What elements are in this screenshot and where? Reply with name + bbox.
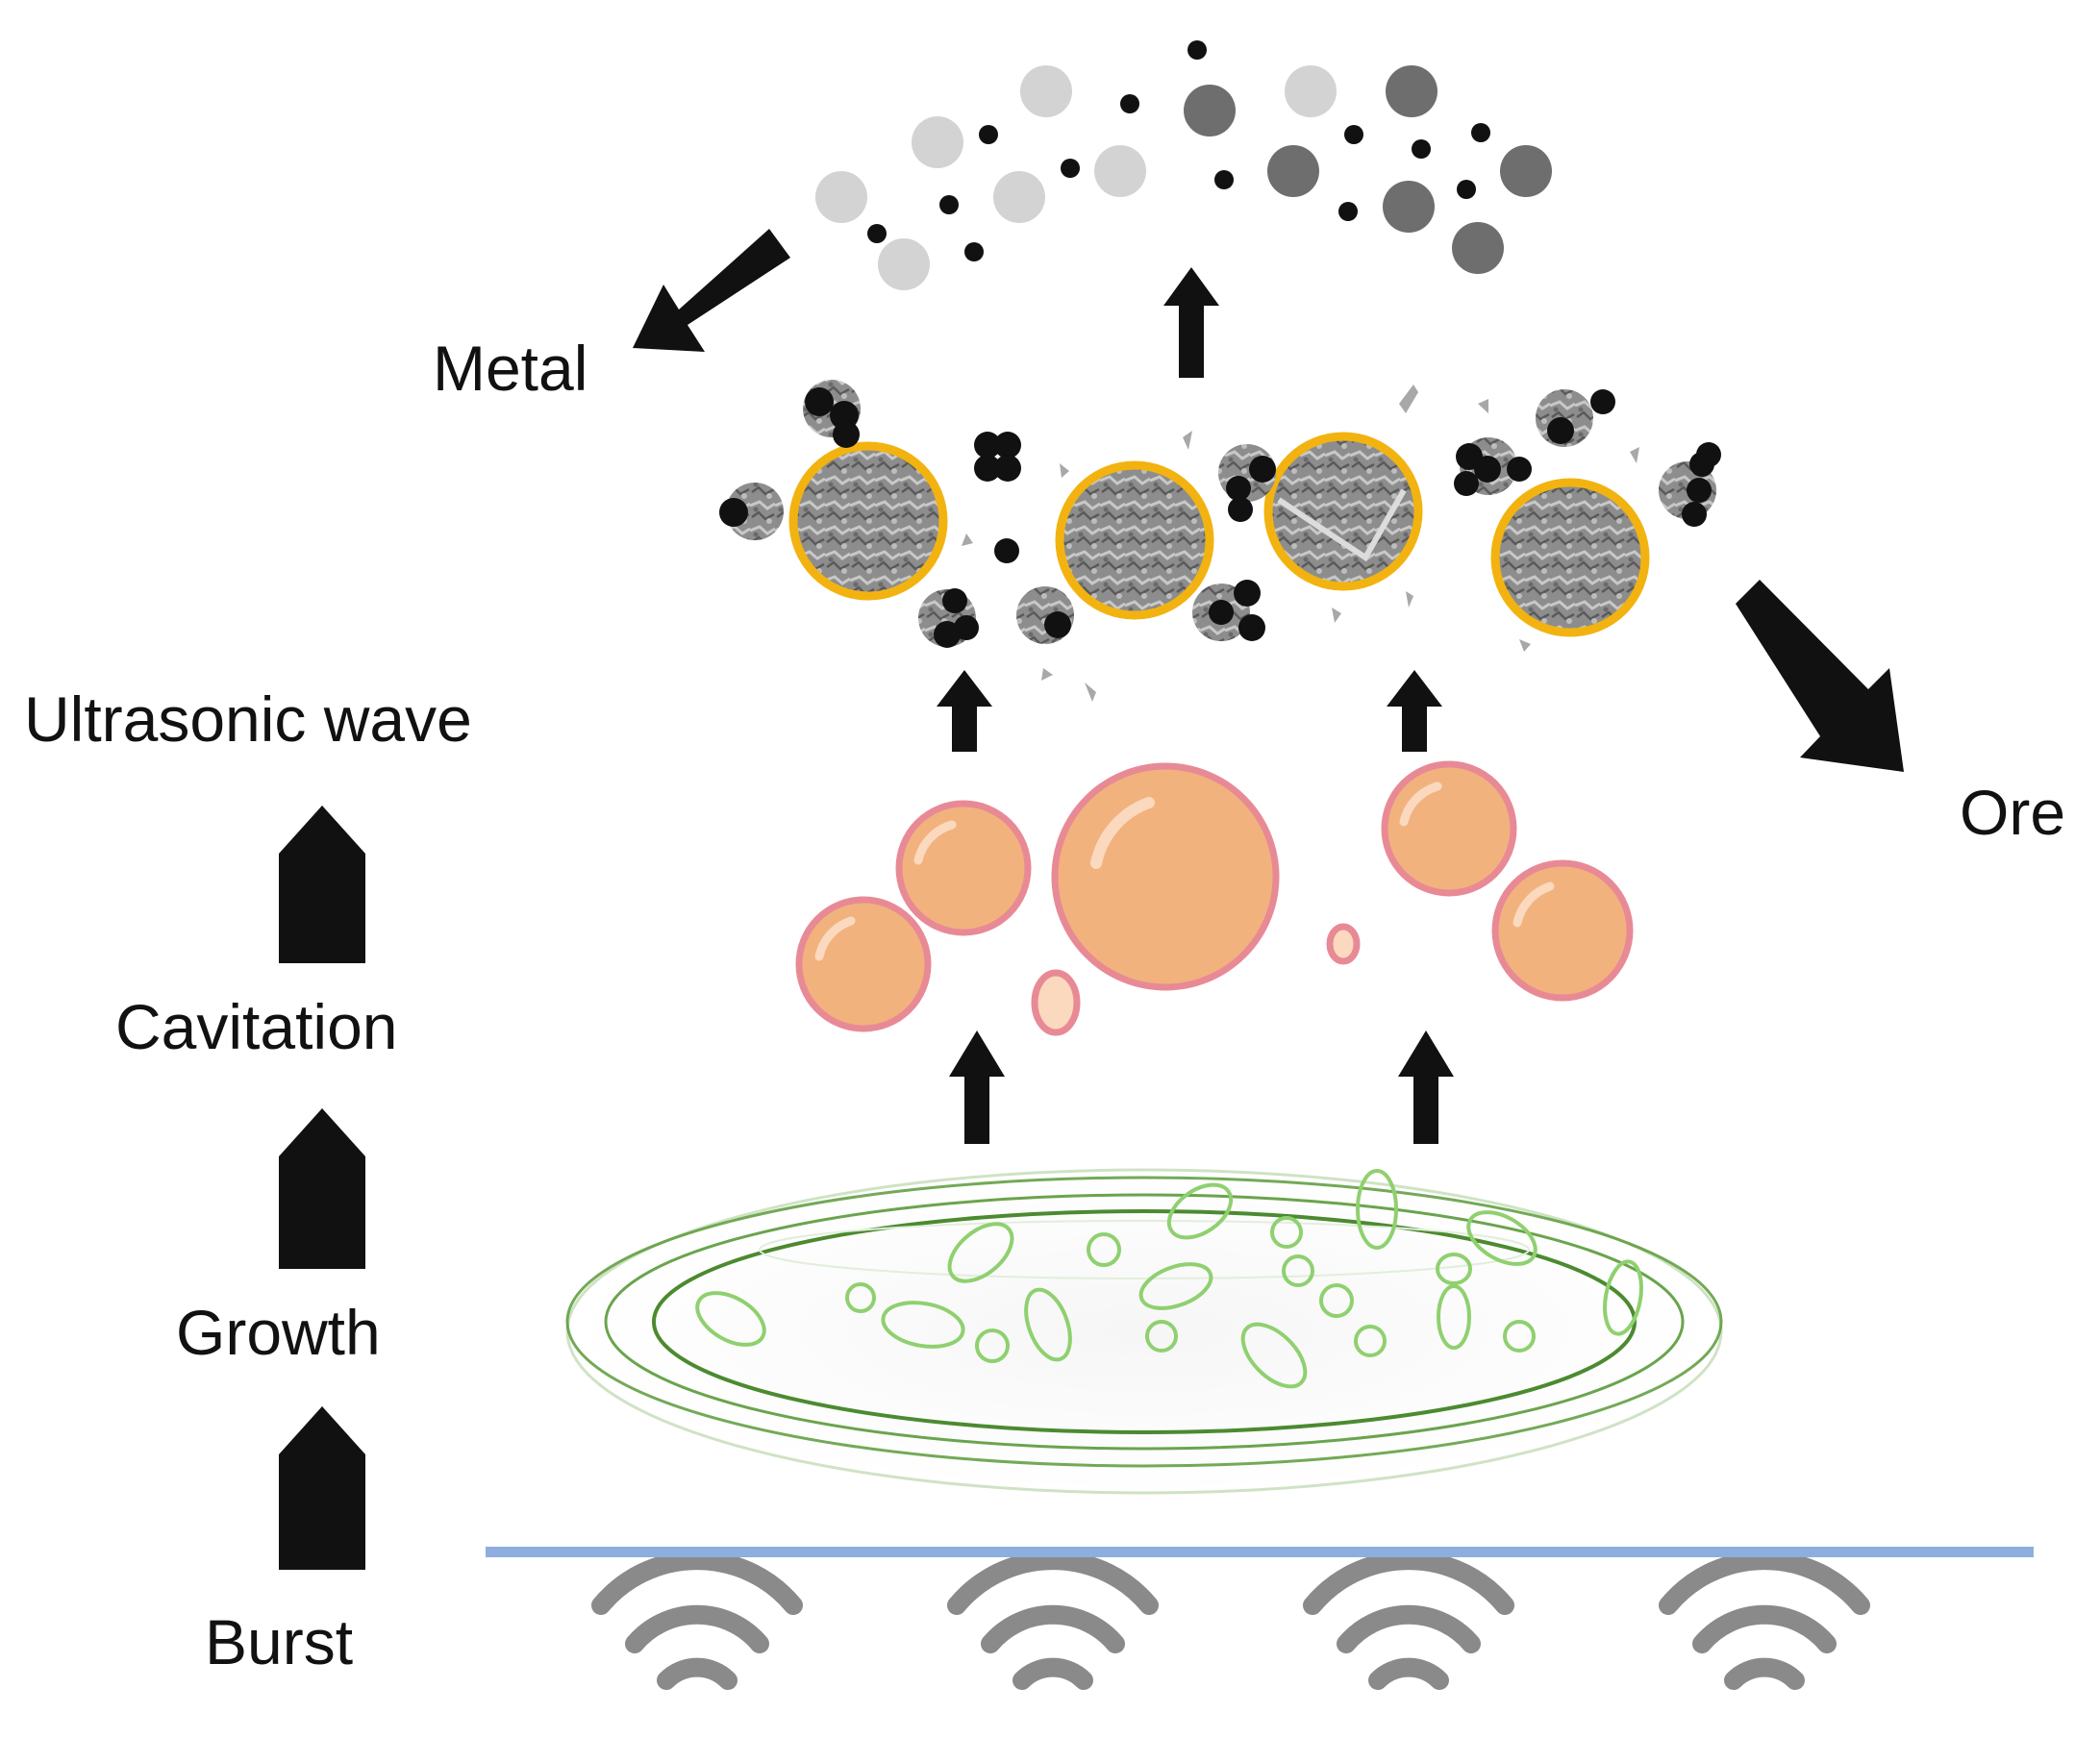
metal-particles — [815, 40, 1552, 290]
ore-arrow — [1736, 580, 1904, 772]
wave-icon — [1303, 1551, 1514, 1690]
rock-particle-icon — [1192, 580, 1265, 641]
rock-particle-icon — [1536, 389, 1615, 447]
label-burst: Burst — [205, 1606, 354, 1677]
rock-particle-icon — [1016, 586, 1074, 644]
label-ore: Ore — [1960, 777, 2066, 848]
label-growth: Growth — [176, 1297, 381, 1368]
rock-particle-icon — [803, 380, 861, 448]
ultrasound-waves — [591, 1551, 1870, 1690]
dish-bubbles — [695, 1169, 1643, 1389]
rock-particle-icon — [1659, 452, 1716, 527]
rock-particle-icon — [918, 588, 979, 648]
rock-particle-icon — [1263, 432, 1423, 591]
label-ultrasonic-wave: Ultrasonic wave — [24, 683, 472, 755]
arrow-icon — [1736, 580, 1904, 772]
bubble-icon — [795, 896, 932, 1032]
cavitation-bubbles — [795, 760, 1634, 1036]
arrow-icon — [633, 229, 790, 352]
bubble-icon — [1491, 859, 1634, 1002]
bubble-icon — [1031, 969, 1081, 1036]
ore-particles — [719, 380, 1721, 702]
rock-particle-icon — [788, 441, 948, 601]
rock-particle-icon — [1218, 444, 1276, 522]
rock-particle-icon — [1055, 460, 1214, 620]
wave-icon — [1659, 1551, 1870, 1690]
wave-icon — [591, 1551, 803, 1690]
label-metal: Metal — [433, 333, 588, 404]
transducer-baseline — [486, 1547, 2034, 1557]
bubble-icon — [1326, 923, 1361, 965]
wave-icon — [947, 1551, 1159, 1690]
label-cavitation: Cavitation — [115, 991, 398, 1062]
rock-particle-icon — [719, 483, 784, 540]
mid-arrows — [937, 267, 1454, 1144]
bubble-icon — [895, 800, 1032, 936]
bubble-icon — [1051, 762, 1280, 991]
metal-arrow — [633, 229, 790, 352]
bubble-icon — [1381, 760, 1517, 897]
rock-particle-icon — [974, 432, 1021, 482]
rock-particle-icon — [1454, 437, 1532, 496]
rock-particle-icon — [1490, 478, 1650, 637]
liquid-dish — [565, 1168, 1723, 1495]
